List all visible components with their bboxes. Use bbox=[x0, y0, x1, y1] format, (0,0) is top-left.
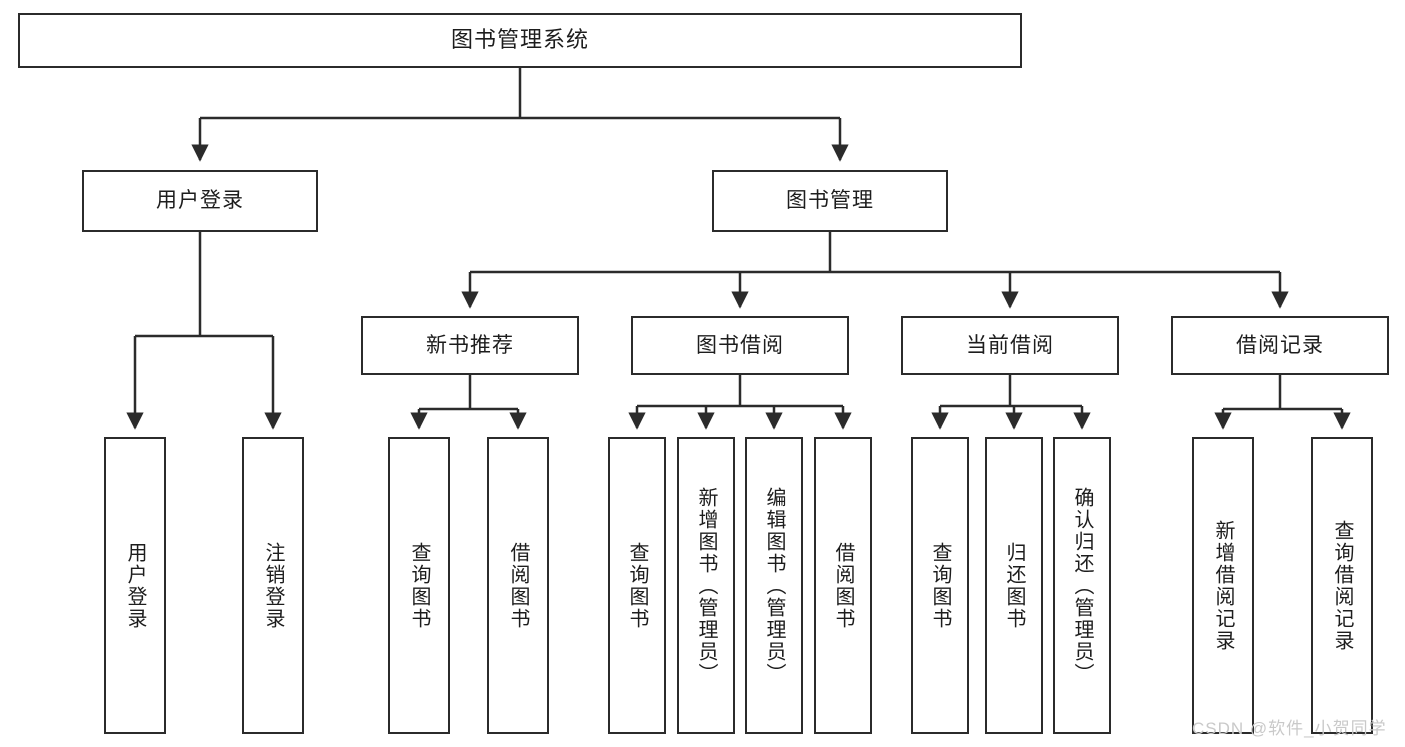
node-leaf-query-books-b-label: 查询图书 bbox=[626, 541, 648, 630]
node-leaf-query-record-label: 查询借阅记录 bbox=[1331, 519, 1353, 652]
node-root[interactable]: 图书管理系统 bbox=[18, 13, 1022, 68]
node-leaf-query-record[interactable]: 查询借阅记录 bbox=[1311, 437, 1373, 734]
node-new-book-recommend-label: 新书推荐 bbox=[426, 333, 514, 357]
node-book-borrow-label: 图书借阅 bbox=[696, 333, 784, 357]
node-current-borrow-label: 当前借阅 bbox=[966, 333, 1054, 357]
node-leaf-query-books-c[interactable]: 查询图书 bbox=[911, 437, 969, 734]
node-book-management[interactable]: 图书管理 bbox=[712, 170, 948, 232]
node-leaf-query-books-b[interactable]: 查询图书 bbox=[608, 437, 666, 734]
node-leaf-user-login-label: 用户登录 bbox=[124, 541, 146, 630]
node-current-borrow[interactable]: 当前借阅 bbox=[901, 316, 1119, 375]
node-leaf-borrow-book-label: 借阅图书 bbox=[832, 541, 854, 630]
node-leaf-add-record-label: 新增借阅记录 bbox=[1212, 519, 1234, 652]
node-book-management-label: 图书管理 bbox=[786, 189, 874, 213]
node-leaf-edit-book[interactable]: 编辑图书（管理员） bbox=[745, 437, 803, 734]
node-leaf-edit-book-label: 编辑图书（管理员） bbox=[763, 486, 785, 685]
node-leaf-user-login[interactable]: 用户登录 bbox=[104, 437, 166, 734]
node-leaf-user-logout-label: 注销登录 bbox=[262, 541, 284, 630]
node-borrow-records[interactable]: 借阅记录 bbox=[1171, 316, 1389, 375]
node-leaf-borrow-books-new[interactable]: 借阅图书 bbox=[487, 437, 549, 734]
node-user-login[interactable]: 用户登录 bbox=[82, 170, 318, 232]
node-leaf-add-book-label: 新增图书（管理员） bbox=[695, 486, 717, 685]
node-new-book-recommend[interactable]: 新书推荐 bbox=[361, 316, 579, 375]
node-leaf-query-books-new-label: 查询图书 bbox=[408, 541, 430, 630]
node-root-label: 图书管理系统 bbox=[450, 27, 589, 53]
node-leaf-confirm-return-label: 确认归还（管理员） bbox=[1071, 486, 1093, 685]
node-leaf-confirm-return[interactable]: 确认归还（管理员） bbox=[1053, 437, 1111, 734]
node-borrow-records-label: 借阅记录 bbox=[1236, 333, 1324, 357]
node-leaf-borrow-books-new-label: 借阅图书 bbox=[507, 541, 529, 630]
node-leaf-query-books-new[interactable]: 查询图书 bbox=[388, 437, 450, 734]
csdn-watermark: CSDN @软件_小贺同学 bbox=[1192, 719, 1387, 738]
node-book-borrow[interactable]: 图书借阅 bbox=[631, 316, 849, 375]
node-leaf-borrow-book[interactable]: 借阅图书 bbox=[814, 437, 872, 734]
node-leaf-return-book-label: 归还图书 bbox=[1003, 541, 1025, 630]
node-leaf-add-book[interactable]: 新增图书（管理员） bbox=[677, 437, 735, 734]
node-user-login-label: 用户登录 bbox=[156, 189, 244, 213]
node-leaf-query-books-c-label: 查询图书 bbox=[929, 541, 951, 630]
node-leaf-add-record[interactable]: 新增借阅记录 bbox=[1192, 437, 1254, 734]
node-leaf-return-book[interactable]: 归还图书 bbox=[985, 437, 1043, 734]
node-leaf-user-logout[interactable]: 注销登录 bbox=[242, 437, 304, 734]
